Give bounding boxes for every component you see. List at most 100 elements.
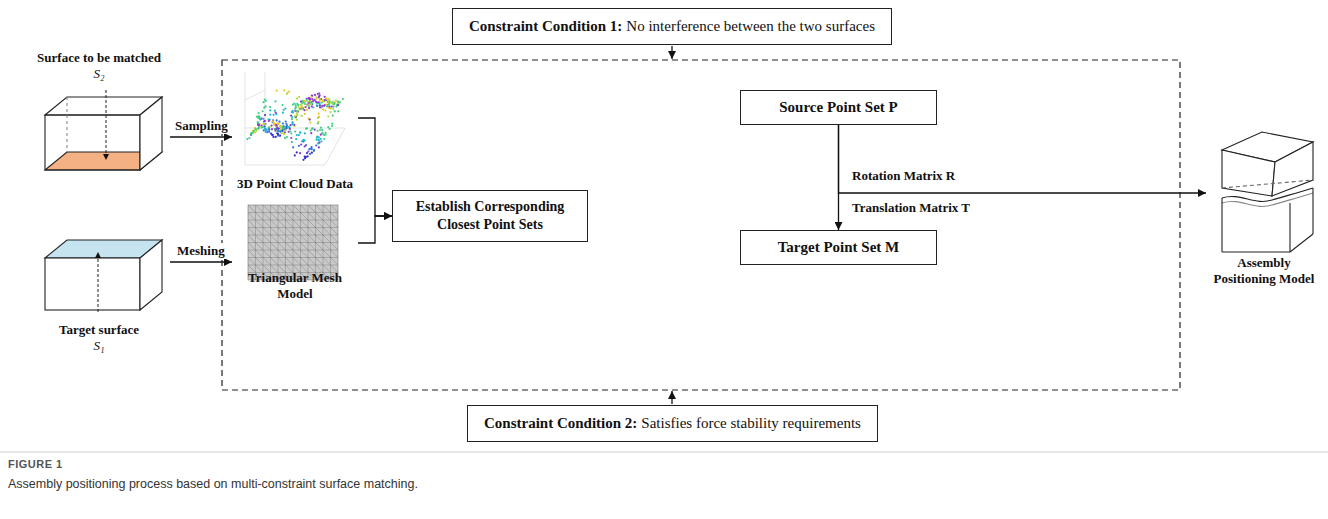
cloud-point bbox=[301, 104, 303, 106]
cloud-point bbox=[320, 134, 322, 136]
cloud-point bbox=[285, 120, 287, 122]
cloud-point bbox=[337, 104, 339, 106]
cloud-point bbox=[300, 101, 302, 103]
cloud-point bbox=[291, 121, 293, 123]
cloud-point bbox=[290, 132, 292, 134]
cloud-point bbox=[317, 101, 319, 103]
cloud-point bbox=[320, 138, 322, 140]
cloud-point bbox=[257, 124, 259, 126]
cloud-point bbox=[304, 132, 306, 134]
cloud-point bbox=[283, 126, 285, 128]
node-label: Surface to be matched bbox=[37, 50, 161, 66]
cloud-point bbox=[274, 110, 276, 112]
cloud-point bbox=[282, 127, 284, 129]
cloud-point bbox=[296, 134, 298, 136]
cloud-point bbox=[294, 115, 296, 117]
cloud-point bbox=[328, 98, 330, 100]
cloud-point bbox=[329, 101, 331, 103]
cloud-point bbox=[309, 119, 311, 121]
point-cloud-figure: 3D Point Cloud Data bbox=[232, 66, 358, 192]
cloud-point bbox=[271, 125, 273, 127]
process-box: Establish Corresponding Closest Point Se… bbox=[392, 190, 588, 242]
cloud-point bbox=[291, 118, 293, 120]
cloud-point bbox=[308, 148, 310, 150]
cloud-point bbox=[277, 130, 279, 132]
cloud-point bbox=[265, 105, 267, 107]
cloud-point bbox=[296, 98, 298, 100]
assembly-model bbox=[1222, 132, 1313, 252]
node-label: Establish Corresponding Closest Point Se… bbox=[399, 198, 581, 234]
cloud-point bbox=[329, 128, 331, 130]
constraint-heading: Constraint Condition 2: bbox=[484, 415, 637, 431]
cloud-point bbox=[275, 124, 277, 126]
cloud-point bbox=[276, 119, 278, 121]
cloud-point bbox=[275, 125, 277, 127]
cloud-point bbox=[263, 121, 265, 123]
cloud-point bbox=[305, 128, 307, 130]
cloud-point bbox=[305, 106, 307, 108]
cloud-point bbox=[268, 120, 270, 122]
part-figure: Target surfaceS₁ bbox=[28, 232, 170, 354]
cloud-point bbox=[296, 112, 298, 114]
cloud-point bbox=[280, 125, 282, 127]
part-cube bbox=[45, 240, 162, 310]
cloud-point bbox=[264, 99, 266, 101]
cloud-point bbox=[319, 105, 321, 107]
cloud-point bbox=[275, 128, 277, 130]
edge-label: Sampling bbox=[173, 118, 230, 134]
cloud-point bbox=[269, 109, 271, 111]
cloud-point bbox=[326, 103, 328, 105]
cloud-point bbox=[276, 90, 278, 92]
cloud-point bbox=[306, 109, 308, 111]
cloud-point bbox=[291, 123, 293, 125]
cloud-point bbox=[282, 127, 284, 129]
cloud-point bbox=[261, 126, 263, 128]
cloud-point bbox=[298, 106, 300, 108]
cloud-point bbox=[298, 96, 300, 98]
cloud-point bbox=[318, 142, 320, 144]
connector-arrow bbox=[358, 118, 392, 216]
cloud-point bbox=[306, 127, 308, 129]
cloud-point bbox=[282, 123, 284, 125]
cloud-point bbox=[282, 104, 284, 106]
cloud-point bbox=[322, 108, 324, 110]
cloud-point bbox=[321, 129, 323, 131]
cloud-point bbox=[272, 120, 274, 122]
surface-symbol: S₂ bbox=[93, 66, 104, 82]
cloud-point bbox=[311, 148, 313, 150]
cloud-point bbox=[335, 100, 337, 102]
cloud-point bbox=[280, 130, 282, 132]
cloud-point bbox=[248, 137, 250, 139]
cloud-point bbox=[309, 153, 311, 155]
transform-label: Translation Matrix T bbox=[852, 200, 970, 216]
cloud-point bbox=[294, 131, 296, 133]
cloud-point bbox=[306, 99, 308, 101]
cloud-point bbox=[273, 122, 275, 124]
assembly-figure: Assembly Positioning Model bbox=[1206, 125, 1322, 287]
node-label: 3D Point Cloud Data bbox=[237, 176, 353, 192]
cloud-point bbox=[264, 114, 266, 116]
cloud-point bbox=[326, 106, 328, 108]
cloud-point bbox=[278, 135, 280, 137]
cloud-point bbox=[300, 108, 302, 110]
cloud-point bbox=[324, 96, 326, 98]
cloud-point bbox=[277, 130, 279, 132]
cloud-point bbox=[263, 129, 265, 131]
cloud-point bbox=[329, 111, 331, 113]
part-figure: Surface to be matchedS₂ bbox=[28, 50, 170, 175]
cloud-point bbox=[301, 115, 303, 117]
cloud-point bbox=[330, 102, 332, 104]
process-box: Source Point Set P bbox=[740, 90, 937, 125]
cloud-point bbox=[321, 105, 323, 107]
cloud-point bbox=[278, 128, 280, 130]
cloud-point bbox=[330, 107, 332, 109]
cloud-point bbox=[304, 157, 306, 159]
cloud-point bbox=[262, 118, 264, 120]
cloud-point bbox=[246, 138, 248, 140]
cloud-point bbox=[313, 149, 315, 151]
connector-arrow bbox=[358, 216, 392, 243]
cloud-point bbox=[299, 131, 301, 133]
cloud-point bbox=[257, 124, 259, 126]
cloud-point bbox=[259, 119, 261, 121]
cloud-point bbox=[324, 109, 326, 111]
